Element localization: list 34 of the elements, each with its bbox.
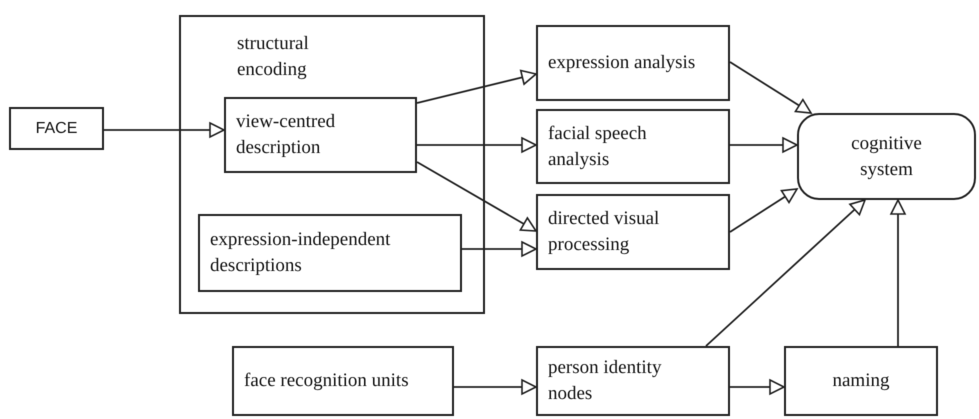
node-label: face recognition units [244, 369, 409, 394]
process-box [536, 25, 730, 101]
node-label: directed visual processing [548, 207, 660, 257]
arrow [730, 137, 798, 153]
arrow [730, 379, 785, 395]
arrow [462, 241, 537, 257]
group-box [179, 15, 485, 314]
arrow [416, 161, 537, 232]
arrow [417, 137, 537, 153]
node-label: person identity nodes [548, 356, 662, 406]
process-box [536, 109, 730, 184]
rounded-process-box [797, 113, 976, 200]
node-label: expression-independent descriptions [210, 228, 392, 278]
process-box [536, 194, 730, 270]
node-label: facial speech analysis [548, 122, 648, 172]
arrow [890, 199, 906, 346]
arrow [705, 199, 866, 347]
node-label: cognitive system [850, 132, 923, 182]
process-box [9, 107, 104, 150]
group-label: structural encoding [237, 32, 310, 82]
arrow [730, 61, 812, 114]
node-label: view-centred description [236, 110, 336, 160]
process-box [232, 346, 454, 416]
arrow [454, 379, 537, 395]
node-label: FACE [36, 118, 78, 139]
node-label: naming [832, 369, 890, 394]
process-box [784, 346, 938, 416]
node-label: expression analysis [548, 51, 696, 76]
process-box [224, 97, 417, 173]
process-box [536, 346, 730, 416]
arrow [730, 188, 798, 233]
arrow [416, 70, 537, 104]
process-box [198, 214, 462, 292]
arrow [104, 122, 225, 138]
